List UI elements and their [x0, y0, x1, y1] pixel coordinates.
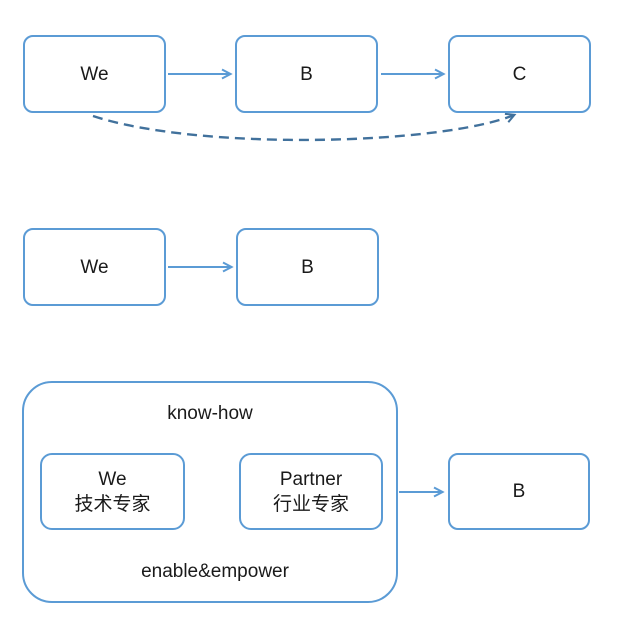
node-partner-industry-expert: Partner 行业专家	[239, 453, 383, 530]
node-partner-industry-expert-line1: Partner	[279, 468, 343, 490]
node-b-row2-label: B	[301, 256, 314, 278]
knowhow-curve-label: know-how	[167, 403, 253, 424]
node-we-tech-expert-line2: 技术专家	[74, 493, 151, 515]
node-b-row3-label: B	[512, 481, 526, 502]
node-c-row1-label: C	[512, 63, 527, 85]
node-we-row2-label: We	[80, 256, 109, 278]
node-we-tech-expert: We 技术专家	[40, 453, 185, 530]
node-we-row1: We	[23, 35, 166, 113]
node-c-row1: C	[448, 35, 591, 113]
node-we-tech-expert-line1: We	[98, 468, 127, 490]
node-b-row1: B	[235, 35, 378, 113]
dashed-connector-we-to-c	[92, 112, 517, 142]
node-we-row2: We	[23, 228, 166, 306]
node-b-row1-label: B	[300, 63, 313, 85]
node-b-row3: B	[448, 453, 590, 530]
node-partner-industry-expert-line2: 行业专家	[272, 493, 349, 515]
node-we-row1-label: We	[80, 63, 109, 85]
enable-empower-curve-label: enable&empower	[141, 561, 289, 582]
node-b-row2: B	[236, 228, 379, 306]
